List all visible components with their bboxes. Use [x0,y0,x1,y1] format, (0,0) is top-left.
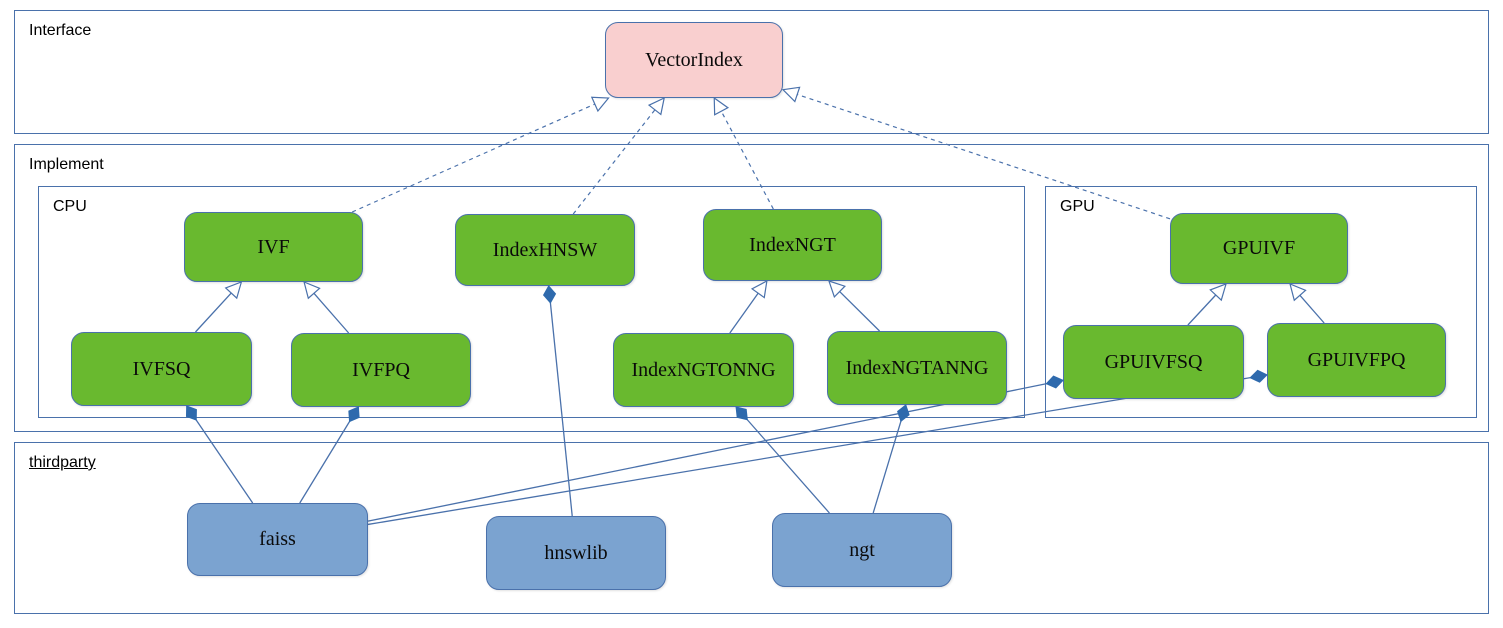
node-indexngt[interactable]: IndexNGT [703,209,882,281]
container-label-interface: Interface [29,22,92,39]
node-label-ivf: IVF [257,235,290,258]
node-label-gpuivfsq: GPUIVFSQ [1104,350,1203,373]
node-label-gpuivfpq: GPUIVFPQ [1307,348,1406,371]
node-indexhnsw[interactable]: IndexHNSW [455,214,635,286]
node-ngt[interactable]: ngt [772,513,952,587]
node-label-ngt: ngt [849,538,875,561]
node-faiss[interactable]: faiss [187,503,368,576]
node-ivfpq[interactable]: IVFPQ [291,333,471,407]
node-label-indexhnsw: IndexHNSW [492,238,598,261]
node-label-faiss: faiss [259,528,296,550]
container-label-implement: Implement [29,156,104,173]
node-label-indexngtonng: IndexNGTONNG [631,358,776,381]
node-label-ivfpq: IVFPQ [352,358,410,381]
node-label-gpuivf: GPUIVF [1222,237,1296,259]
node-indexngtanng[interactable]: IndexNGTANNG [827,331,1007,405]
node-ivfsq[interactable]: IVFSQ [71,332,252,406]
node-label-ivfsq: IVFSQ [132,357,191,380]
node-label-vectorindex: VectorIndex [645,48,743,71]
container-label-gpu: GPU [1060,198,1095,215]
node-indexngtonng[interactable]: IndexNGTONNG [613,333,794,407]
node-hnswlib[interactable]: hnswlib [486,516,666,590]
node-gpuivf[interactable]: GPUIVF [1170,213,1348,284]
node-ivf[interactable]: IVF [184,212,363,282]
node-gpuivfpq[interactable]: GPUIVFPQ [1267,323,1446,397]
container-label-thirdparty: thirdparty [29,454,96,471]
node-vectorindex[interactable]: VectorIndex [605,22,783,98]
node-label-indexngt: IndexNGT [749,233,836,256]
container-label-cpu: CPU [53,198,87,215]
node-label-hnswlib: hnswlib [544,541,608,564]
node-label-indexngtanng: IndexNGTANNG [845,356,989,379]
node-gpuivfsq[interactable]: GPUIVFSQ [1063,325,1244,399]
